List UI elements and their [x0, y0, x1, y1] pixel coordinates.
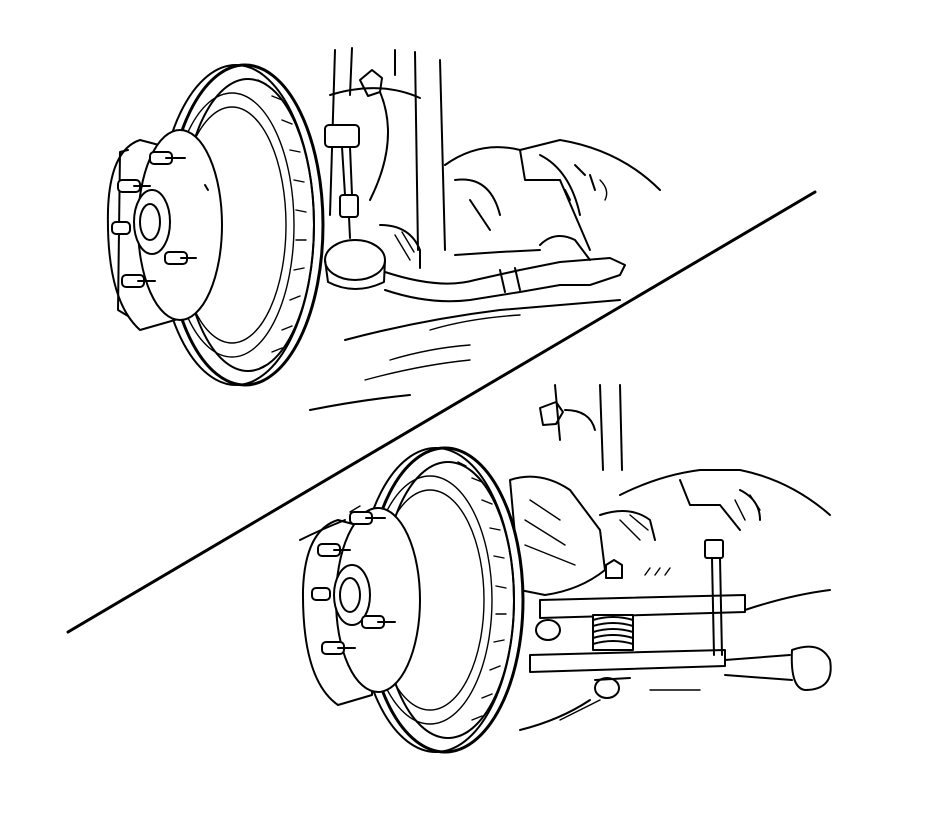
coil-spring [592, 614, 634, 651]
lug-stud [111, 221, 131, 235]
lug-stud [164, 251, 197, 265]
bottom-lower-control-arm [519, 589, 832, 731]
lug-stud [321, 641, 356, 655]
lug-stud [149, 151, 186, 165]
top-lower-control-arm [379, 224, 626, 303]
spring-compressor-tool [529, 539, 746, 699]
top-ground-lines [309, 299, 621, 411]
bottom-hub-assembly [299, 505, 421, 706]
top-panel [106, 47, 661, 411]
bottom-panel [299, 384, 832, 754]
bottom-suspension-structure [539, 384, 831, 541]
lug-stud [317, 543, 351, 557]
top-suspension-structure [329, 47, 661, 251]
lug-stud [117, 179, 151, 193]
bottom-lug-studs [311, 511, 396, 655]
top-lug-studs [111, 151, 197, 288]
lug-stud [311, 587, 331, 601]
bottom-knuckle [509, 475, 606, 596]
panel-divider-line [66, 190, 817, 634]
lug-stud [361, 615, 396, 629]
bottom-brake-rotor [357, 446, 525, 754]
ball-joint-stud [324, 69, 386, 290]
top-brake-rotor [157, 63, 325, 387]
lug-stud [121, 274, 156, 288]
lug-stud [349, 511, 386, 525]
